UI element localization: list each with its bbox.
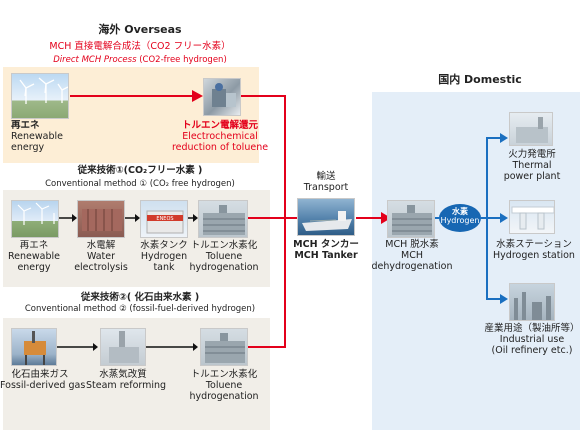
dehydro-en1: MCH bbox=[401, 249, 423, 261]
conv1-exit-line bbox=[248, 217, 285, 219]
conv2-step-hydrogenation-en1: Toluene bbox=[205, 379, 243, 391]
conv1-step-renewable-en2: energy bbox=[17, 261, 51, 273]
conv1-step-hydrogenation-en1: Toluene bbox=[205, 250, 243, 262]
water-electrolysis-image bbox=[77, 200, 125, 238]
dest-station-ja: 水素ステーション bbox=[496, 239, 572, 250]
direct-renewable-en2: energy bbox=[11, 141, 45, 153]
wind-turbine-image bbox=[11, 73, 69, 119]
tanker-to-domestic-head bbox=[381, 212, 391, 224]
electrochemical-cell-image bbox=[203, 78, 241, 116]
hydrogen-badge: 水素 Hydrogen bbox=[439, 204, 481, 232]
dest-thermal-en2: power plant bbox=[503, 170, 561, 182]
electro-ja: トルエン電解還元 bbox=[181, 120, 258, 131]
hydrogen-tank-image: ENEOS bbox=[140, 200, 188, 238]
transport-ja: 輸送 bbox=[316, 171, 336, 182]
transport-label: 輸送 Transport bbox=[298, 171, 354, 194]
conv1-step-renewable: 再エネ Renewable energy bbox=[2, 240, 66, 274]
badge-to-branch-line bbox=[480, 217, 487, 219]
conv1-title-en: Conventional method ① (CO₂ free hydrogen… bbox=[45, 179, 235, 189]
conv1-step-electrolysis-ja: 水電解 bbox=[86, 240, 116, 251]
conv1-step-electrolysis: 水電解 Water electrolysis bbox=[69, 240, 133, 274]
conv2-step-hydrogenation-en2: hydrogenation bbox=[189, 390, 259, 402]
dest-thermal-label: 火力発電所 Thermal power plant bbox=[492, 149, 572, 183]
domestic-panel bbox=[372, 92, 580, 430]
conv2-step-hydrogenation-ja: トルエン水素化 bbox=[190, 369, 258, 380]
conv1-step-renewable-ja: 再エネ bbox=[19, 240, 49, 251]
mch-tanker-image bbox=[297, 198, 355, 236]
to-tanker-line bbox=[285, 217, 297, 219]
tanker-to-domestic-line bbox=[356, 217, 382, 219]
conv2-title-en: Conventional method ② (fossil-fuel-deriv… bbox=[24, 304, 256, 314]
svg-text:ENEOS: ENEOS bbox=[156, 216, 173, 222]
direct-process-name: Direct MCH Process bbox=[53, 55, 137, 65]
electro-en1: Electrochemical bbox=[182, 130, 258, 142]
direct-renewable-label: 再エネ Renewable energy bbox=[11, 120, 69, 154]
dehydro-en2: dehydrogenation bbox=[371, 260, 453, 272]
tanker-ja: MCH タンカー bbox=[293, 239, 359, 250]
conv1-step-tank-en1: Hydrogen bbox=[140, 250, 188, 262]
conv2-step-steam-ja: 水蒸気改質 bbox=[99, 369, 147, 380]
dehydro-ja: MCH 脱水素 bbox=[385, 239, 439, 250]
dest-industrial-ja: 産業用途（製油所等） bbox=[484, 323, 580, 334]
tanker-label: MCH タンカー MCH Tanker bbox=[288, 239, 364, 262]
direct-renewable-en1: Renewable bbox=[11, 130, 63, 142]
dehydrogenation-label: MCH 脱水素 MCH dehydrogenation bbox=[370, 239, 454, 273]
dest-thermal-en1: Thermal bbox=[512, 159, 552, 171]
dehydrogenation-plant-image bbox=[387, 200, 435, 238]
conv1-title-ja: 従来技術①(CO₂フリー水素 ) bbox=[77, 165, 203, 176]
dest-industrial-en2: (Oil refinery etc.) bbox=[491, 344, 573, 356]
steam-reforming-image bbox=[100, 328, 146, 366]
thermal-power-plant-image bbox=[509, 112, 553, 146]
hydrogen-badge-en: Hydrogen bbox=[440, 215, 480, 225]
dest-thermal-ja: 火力発電所 bbox=[508, 149, 556, 160]
conv2-title-ja: 従来技術②( 化石由来水素 ) bbox=[80, 292, 200, 303]
conv2-step-fossil-en1: Fossil-derived gas bbox=[0, 379, 86, 391]
offshore-platform-image bbox=[11, 328, 57, 366]
conv1-step-hydrogenation-en2: hydrogenation bbox=[189, 261, 259, 273]
badge-link-line bbox=[435, 217, 440, 219]
conv2-exit-line bbox=[248, 346, 285, 348]
dest-station-en1: Hydrogen station bbox=[493, 249, 575, 261]
dest-industrial-en1: Industrial use bbox=[499, 333, 565, 345]
direct-exit-line bbox=[241, 95, 285, 97]
conv2-step-fossil: 化石由来ガス Fossil-derived gas bbox=[0, 369, 86, 392]
conv1-step-tank: 水素タンク Hydrogen tank bbox=[132, 240, 196, 274]
oil-refinery-image bbox=[509, 283, 555, 321]
conv1-step-electrolysis-en2: electrolysis bbox=[74, 261, 128, 273]
hydrogen-station-image bbox=[509, 200, 555, 234]
conv2-step-steam-en1: Steam reforming bbox=[86, 379, 167, 391]
tanker-en: MCH Tanker bbox=[294, 249, 358, 261]
conv1-step-hydrogenation: トルエン水素化 Toluene hydrogenation bbox=[188, 240, 260, 274]
conv2-step-steam: 水蒸気改質 Steam reforming bbox=[86, 369, 167, 392]
conv1-step-electrolysis-en1: Water bbox=[86, 250, 116, 262]
overseas-title: 海外 Overseas bbox=[98, 23, 182, 36]
conv1-arrows bbox=[59, 214, 198, 222]
direct-process-title-ja: MCH 直接電解合成法（CO2 フリー水素） bbox=[49, 41, 231, 52]
electro-en2: reduction of toluene bbox=[171, 141, 269, 153]
dest-station-label: 水素ステーション Hydrogen station bbox=[486, 239, 582, 262]
transport-en: Transport bbox=[303, 181, 349, 193]
hydrogen-badge-ja: 水素 bbox=[452, 207, 468, 216]
conv1-wind-turbine-image bbox=[11, 200, 59, 238]
direct-arrow-line bbox=[70, 95, 194, 97]
conv2-step-hydrogenation: トルエン水素化 Toluene hydrogenation bbox=[188, 369, 260, 403]
direct-renewable-ja: 再エネ bbox=[11, 120, 40, 131]
domestic-title: 国内 Domestic bbox=[438, 73, 522, 86]
conv1-hydrogenation-plant-image bbox=[198, 200, 248, 238]
dest-industrial-label: 産業用途（製油所等） Industrial use (Oil refinery … bbox=[482, 323, 582, 357]
direct-process-suffix: (CO2-free hydrogen) bbox=[136, 55, 227, 65]
conv1-step-renewable-en1: Renewable bbox=[8, 250, 60, 262]
direct-arrow-head bbox=[192, 90, 203, 102]
conv1-step-tank-ja: 水素タンク bbox=[140, 240, 188, 251]
main-vertical-line bbox=[284, 95, 286, 348]
conv2-hydrogenation-plant-image bbox=[200, 328, 248, 366]
conv2-arrows bbox=[57, 343, 198, 351]
electrochemical-reduction-label: トルエン電解還元 Electrochemical reduction of to… bbox=[165, 120, 275, 154]
conv1-step-tank-en2: tank bbox=[153, 261, 175, 273]
conv2-step-fossil-ja: 化石由来ガス bbox=[11, 369, 69, 380]
direct-process-title-en: Direct MCH Process (CO2-free hydrogen) bbox=[35, 55, 245, 66]
conv1-step-hydrogenation-ja: トルエン水素化 bbox=[190, 240, 258, 251]
branch-arrows bbox=[486, 133, 508, 304]
